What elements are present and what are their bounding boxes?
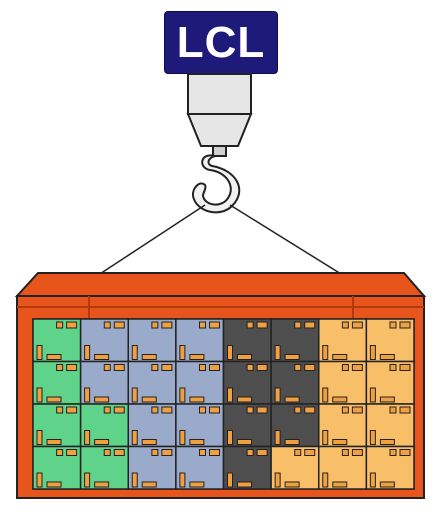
cargo-box [175, 445, 225, 490]
cargo-box [222, 403, 272, 448]
cargo-boxes [32, 318, 415, 490]
hook-neck [212, 145, 227, 157]
cargo-box [270, 360, 320, 405]
lcl-sign: LCL [164, 11, 278, 74]
sign-label: LCL [176, 17, 266, 67]
shipping-container [14, 272, 427, 499]
cargo-box [270, 318, 320, 363]
cargo-box [127, 360, 177, 405]
cargo-box [222, 318, 272, 363]
cargo-box [32, 445, 82, 490]
cargo-box [318, 445, 368, 490]
cargo-box [318, 360, 368, 405]
cargo-box [365, 445, 415, 490]
container-roof [14, 272, 427, 297]
cargo-box [79, 360, 129, 405]
cargo-box [318, 318, 368, 363]
hook-collar [186, 113, 253, 147]
cargo-box [175, 403, 225, 448]
cargo-box [127, 403, 177, 448]
cargo-box [270, 445, 320, 490]
cargo-box [175, 318, 225, 363]
cargo-box [222, 445, 272, 490]
cargo-box [365, 403, 415, 448]
cargo-box [175, 360, 225, 405]
cargo-box [79, 445, 129, 490]
cargo-box [318, 403, 368, 448]
cargo-box [32, 360, 82, 405]
hook-shaft [187, 73, 252, 115]
cargo-box [127, 445, 177, 490]
crane-hook-icon [191, 154, 241, 214]
cargo-box [127, 318, 177, 363]
cargo-box [32, 403, 82, 448]
cargo-box [222, 360, 272, 405]
cargo-box [365, 360, 415, 405]
cargo-box [32, 318, 82, 363]
cargo-box [270, 403, 320, 448]
cargo-box [365, 318, 415, 363]
cargo-box [79, 403, 129, 448]
cargo-box [79, 318, 129, 363]
